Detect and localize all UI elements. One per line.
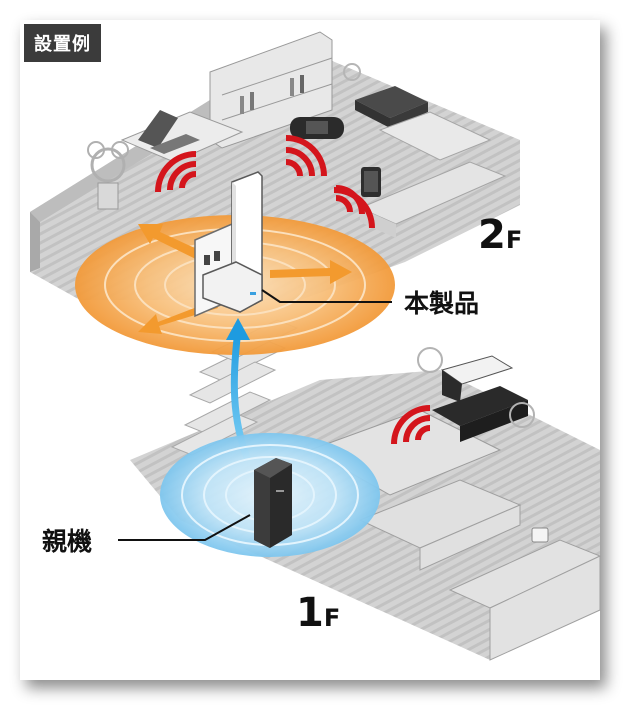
installation-example-badge: 設置例 <box>24 24 101 62</box>
router-label: 親機 <box>42 527 92 556</box>
desk-with-laptop <box>120 110 244 163</box>
extender-callout-line <box>261 289 392 303</box>
kitchen-tablet <box>531 527 549 543</box>
kitchen-counter <box>448 539 602 661</box>
wifi-waves-1f <box>391 405 431 445</box>
floor-label-2f: 2F <box>478 212 522 258</box>
floor-number-1f: 1 <box>296 590 324 636</box>
portable-game-console <box>290 117 344 139</box>
plant-1f <box>417 347 443 373</box>
wifi-router <box>254 458 292 548</box>
floor-label-1f: 1F <box>296 590 340 636</box>
floor-unit-2f: F <box>506 226 522 254</box>
wifi-extender <box>194 171 263 318</box>
plant-1f-right <box>509 402 535 428</box>
plant-2f <box>87 141 129 210</box>
floor-unit-1f: F <box>324 604 340 632</box>
plant-2f-small <box>343 63 361 81</box>
sofa-1f <box>358 479 522 571</box>
extender-label: 本製品 <box>404 289 479 318</box>
av-recorder <box>355 86 428 128</box>
wifi-waves-2f <box>155 135 375 229</box>
tv <box>432 355 528 442</box>
floor-number-2f: 2 <box>478 212 506 258</box>
router-callout-line <box>118 514 251 541</box>
